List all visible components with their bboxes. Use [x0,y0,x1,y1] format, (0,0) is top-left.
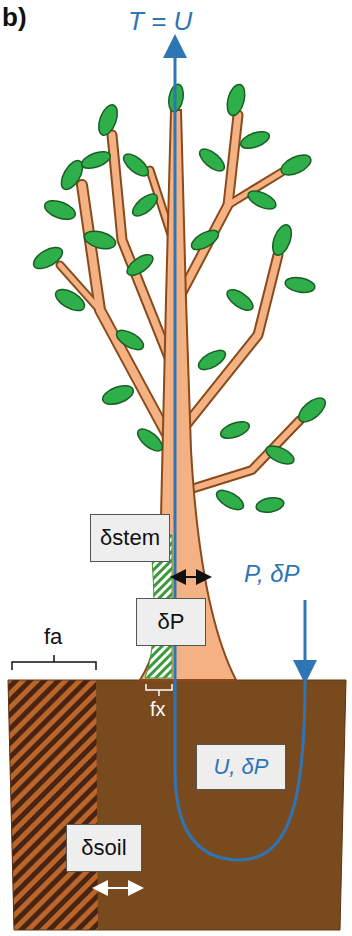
figure-label: P, δP [244,560,300,588]
figure-label: fx [150,698,166,721]
box-label: δP [158,609,185,635]
value-box: U, δP [196,744,286,790]
value-box: δP [136,598,206,646]
figure-label: T = U [128,6,192,37]
figure-label: fa [44,624,62,650]
box-label: U, δP [213,754,268,780]
value-box: δstem [90,514,170,562]
box-label: δsoil [81,835,126,861]
box-label: δstem [100,525,160,551]
value-box: δsoil [66,824,142,872]
figure-label: b) [2,2,27,33]
